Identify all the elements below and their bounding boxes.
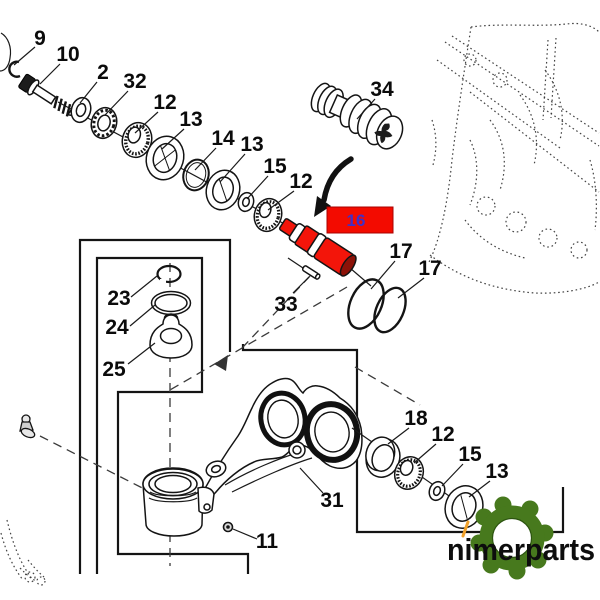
part-13-ring-b (205, 169, 241, 211)
dashed-arrowhead (214, 355, 228, 371)
part-2-washer (70, 96, 92, 124)
part-34-coupler (310, 82, 404, 150)
control-arm-assembly (19, 377, 363, 537)
part-number-labels: 9 10 2 32 12 13 14 13 15 12 34 33 17 17 … (34, 27, 509, 553)
part-label-13b: 13 (240, 133, 263, 156)
part-label-25: 25 (102, 358, 126, 381)
grease-fitting (19, 414, 36, 439)
corner-arc (0, 32, 12, 72)
part-label-32: 32 (123, 70, 146, 93)
part-14-snap-ring (182, 158, 210, 192)
part-24-seal-washer (150, 290, 192, 316)
part-label-15b: 15 (458, 443, 482, 466)
part-9-clip (8, 60, 21, 78)
highlight-label-box (326, 206, 394, 234)
part-label-10: 10 (56, 43, 79, 66)
ball-joint-kit (149, 264, 193, 359)
hub-bearing-chain (351, 427, 503, 534)
part-label-33: 33 (274, 293, 297, 316)
part-label-24: 24 (105, 316, 129, 339)
part-label-2: 2 (97, 61, 109, 84)
housing-phantom-fragment (0, 519, 46, 586)
part-label-31: 31 (320, 489, 344, 512)
part-label-23: 23 (107, 287, 130, 310)
leader-lines (13, 46, 491, 540)
part-label-13c: 13 (485, 460, 508, 483)
part-17-oring-a (347, 278, 385, 330)
logo-text: nimerparts (447, 532, 595, 567)
part-label-13a: 13 (179, 108, 202, 131)
part-33-pin (287, 257, 321, 280)
part-23-snap-ring (156, 264, 182, 284)
part-label-18: 18 (404, 407, 428, 430)
part-15-washer-a (237, 191, 255, 213)
part-label-11: 11 (256, 530, 279, 553)
arm-ball-cup (142, 467, 215, 537)
outer-group-box (78, 238, 232, 574)
part-17-oring-b (373, 286, 407, 334)
front-axle-shaft-assembly (0, 32, 293, 233)
part-18-seal-ring (365, 436, 401, 478)
part-15-washer-b (428, 480, 446, 502)
logo-accent-mark (461, 520, 470, 538)
part-16-shaft-highlighted: 16 (278, 206, 394, 287)
watermark-logo: nimerparts (447, 496, 595, 580)
part-label-12b: 12 (289, 170, 312, 193)
part-12-bearing-b (253, 197, 283, 233)
part-label-9: 9 (34, 27, 46, 50)
part-13-ring-c (444, 485, 484, 529)
part-label-17a: 17 (389, 240, 412, 263)
part-12-bearing-c (393, 456, 425, 490)
part-label-16: 16 (347, 211, 366, 230)
inner-group-box (95, 256, 250, 574)
gear-icon (470, 496, 554, 580)
install-direction-arrow (314, 156, 354, 217)
part-label-17b: 17 (418, 257, 441, 280)
part-label-15a: 15 (263, 155, 287, 178)
part-label-34: 34 (370, 78, 394, 101)
housing-phantom-outline (428, 22, 600, 294)
part-25-dust-cap (149, 313, 193, 359)
part-32-retainer (90, 106, 118, 140)
part-label-12a: 12 (153, 91, 176, 114)
part-label-12c: 12 (431, 423, 454, 446)
part-label-14: 14 (211, 127, 235, 150)
arm-clamp-ear (205, 460, 227, 478)
part-13-ring-a (145, 135, 185, 181)
part-11-nut (222, 521, 234, 533)
